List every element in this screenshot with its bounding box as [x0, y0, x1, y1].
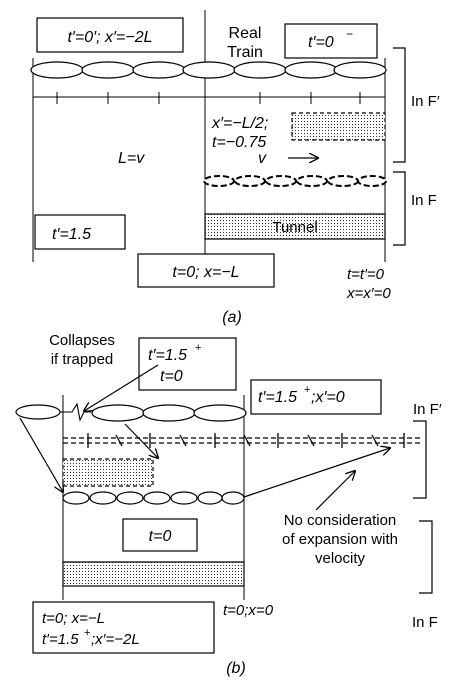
label-bottom-sup: + — [84, 627, 90, 639]
arrow-to-dotted-box — [124, 423, 158, 458]
label-t0x0: t=0;x=0 — [223, 602, 274, 619]
train-cars-b-contracted — [62, 491, 245, 505]
collapsing-car — [15, 404, 61, 420]
label-bottom-line1: t=0; x=−L — [42, 610, 105, 627]
label-t15plus-x0-sup: + — [304, 384, 310, 396]
label-t15plus-x0-rest: ;x′=0 — [311, 389, 345, 406]
label-inF-a: In F — [411, 192, 437, 209]
bracket-inF-b — [419, 520, 433, 594]
panel-b: Collapses if trapped t′=1.5 + t=0 t′=1.5… — [15, 332, 442, 677]
label-bottom-line2b: ;x′=−2L — [91, 631, 140, 648]
box-t15plus-t0: t′=1.5 + t=0 — [138, 337, 237, 391]
label-inF-b: In F — [412, 614, 438, 631]
label-bottom-line2a: t′=1.5 — [42, 631, 79, 648]
dashed-train-a — [203, 175, 387, 187]
tunnel-a: Tunnel — [204, 213, 386, 240]
label-real: Real — [229, 25, 262, 42]
label-no-consideration-3: velocity — [315, 550, 366, 567]
label-no-consideration-1: No consideration — [284, 512, 397, 529]
arrow-note-up — [315, 471, 355, 511]
label-L-eq-v: L=v — [118, 150, 145, 167]
tunnel-b — [62, 561, 245, 587]
label-if-trapped: if trapped — [51, 351, 114, 368]
label-t0prime-x2L: t′=0′; x′=−2L — [67, 29, 152, 46]
arrows-b — [19, 364, 390, 511]
label-t15plus: t′=1.5 — [148, 347, 187, 364]
train-cars-b-top — [91, 404, 247, 422]
box-t0prime-x2L: t′=0′; x′=−2L — [36, 17, 184, 53]
label-t0-inner: t=0 — [160, 368, 183, 385]
box-bottom-b: t=0; x=−L t′=1.5 + ;x′=−2L — [32, 601, 215, 654]
broken-connector — [60, 402, 91, 422]
dashed-dotted-box-a — [291, 112, 386, 141]
label-ttprime: t=t′=0 — [347, 266, 385, 283]
bracket-inF-a — [393, 171, 406, 246]
arrow-to-right — [243, 448, 390, 498]
dashed-ruler-b — [63, 433, 420, 448]
label-t075: t=−0.75 — [212, 134, 266, 151]
label-t0-b: t=0 — [149, 528, 172, 545]
label-train: Train — [227, 44, 263, 61]
label-no-consideration-2: of expansion with — [282, 531, 398, 548]
box-t0-b: t=0 — [122, 518, 198, 552]
label-v: v — [258, 150, 267, 167]
box-t0-xL-a: t=0; x=−L — [137, 253, 275, 288]
label-t15plus-x0: t′=1.5 — [258, 389, 297, 406]
caption-a: (a) — [222, 309, 242, 326]
label-tunnel: Tunnel — [272, 219, 317, 236]
bracket-inFprime-a — [393, 47, 406, 163]
label-xxprime: x=x′=0 — [346, 285, 391, 302]
label-t0minus: t′=0 — [308, 34, 334, 51]
panel-a: t′=0′; x′=−2L Real Train t′=0 − — [30, 10, 440, 326]
train-cars-a — [30, 61, 387, 79]
label-inFprime-a: In F′ — [411, 93, 440, 110]
arrow-collapse-down — [19, 417, 63, 492]
label-inFprime-b: In F′ — [413, 401, 442, 418]
dashed-dotted-box-b — [62, 458, 154, 487]
box-t15plus-x0: t′=1.5 + ;x′=0 — [250, 379, 382, 415]
label-t15: t′=1.5 — [52, 226, 91, 243]
arrow-box-to-top — [84, 364, 159, 411]
label-t15plus-sup: + — [195, 342, 201, 354]
label-collapses: Collapses — [49, 332, 115, 349]
box-t15: t′=1.5 — [34, 214, 126, 250]
ruler-a — [33, 92, 385, 104]
bracket-inFprime-b — [413, 420, 427, 499]
label-t0minus-sup: − — [346, 27, 353, 41]
label-t0-xL-a: t=0; x=−L — [172, 264, 239, 281]
box-t0minus: t′=0 − — [284, 23, 378, 59]
label-xL2: x′=−L/2; — [211, 115, 268, 132]
caption-b: (b) — [226, 660, 246, 677]
